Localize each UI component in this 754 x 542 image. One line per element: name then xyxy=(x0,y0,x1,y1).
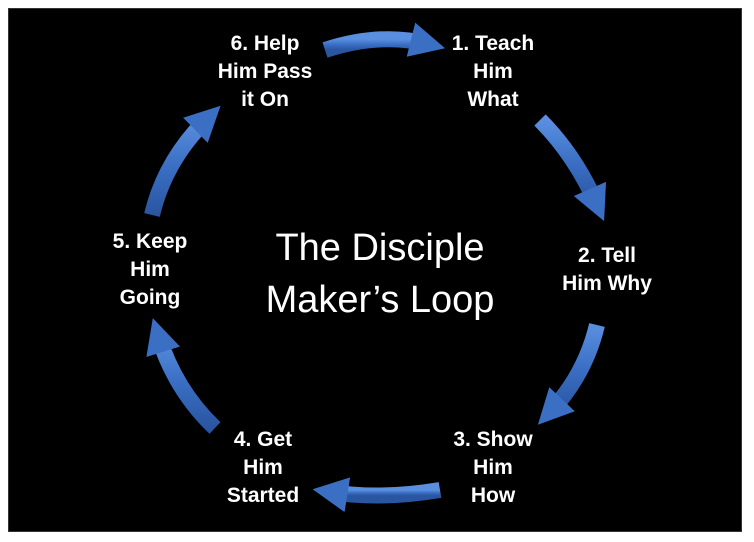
arrow-5-to-6 xyxy=(144,105,221,217)
step-3-show: 3. Show Him How xyxy=(453,428,533,507)
step-4-start: 4. Get Him Started xyxy=(226,428,300,507)
step-2-tell: 2. Tell Him Why xyxy=(562,244,652,295)
arrow-3-to-4 xyxy=(312,477,442,513)
arrow-1-to-2 xyxy=(534,114,607,222)
diagram-frame xyxy=(8,8,742,532)
arrow-6-to-1 xyxy=(322,22,446,58)
diagram-title: The Disciple Maker’s Loop xyxy=(265,227,495,321)
step-6-help: 6. Help Him Pass it On xyxy=(217,32,313,111)
step-5-keep: 5. Keep Him Going xyxy=(112,230,188,309)
arrow-4-to-5 xyxy=(146,318,221,434)
step-1-teach: 1. Teach Him What xyxy=(451,32,535,111)
arrow-2-to-3 xyxy=(537,323,605,425)
